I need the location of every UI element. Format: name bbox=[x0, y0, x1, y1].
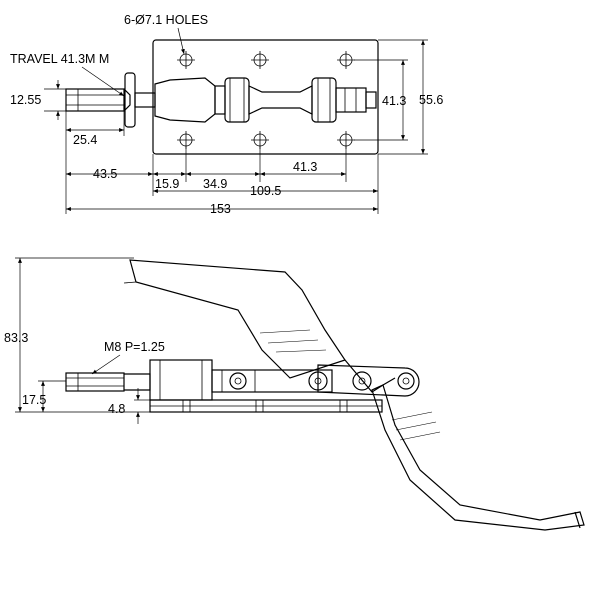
dim-base-len: 109.5 bbox=[250, 184, 281, 198]
dim-hole-pitch-b: 41.3 bbox=[293, 160, 317, 174]
dim-plunger-height: 17.5 bbox=[22, 393, 46, 407]
dim-overall-len: 153 bbox=[210, 202, 231, 216]
dim-overall-height: 83.3 bbox=[4, 331, 28, 345]
dim-hole-span: 41.3 bbox=[382, 94, 406, 108]
base-plate bbox=[152, 39, 379, 155]
dim-edge-offset: 15.9 bbox=[155, 177, 179, 191]
dim-hole-pitch-a: 34.9 bbox=[203, 177, 227, 191]
side-view: M8 P=1.25 83.3 17.5 4.8 bbox=[4, 257, 585, 531]
dim-plunger-len: 25.4 bbox=[73, 133, 97, 147]
top-view: 6-Ø7.1 HOLES TRAVEL 41.3M M 12.55 25.4 4… bbox=[10, 13, 443, 216]
handle-lower bbox=[371, 384, 585, 531]
dim-overhang: 43.5 bbox=[93, 167, 117, 181]
dim-base-width: 55.6 bbox=[419, 93, 443, 107]
travel-note: TRAVEL 41.3M M bbox=[10, 52, 109, 66]
mounting-holes bbox=[177, 51, 355, 149]
holes-note: 6-Ø7.1 HOLES bbox=[124, 13, 208, 27]
thread-note: M8 P=1.25 bbox=[104, 340, 165, 354]
dim-plunger-dia: 12.55 bbox=[10, 93, 41, 107]
dim-base-thickness: 4.8 bbox=[108, 402, 125, 416]
plunger-assembly bbox=[65, 72, 377, 128]
